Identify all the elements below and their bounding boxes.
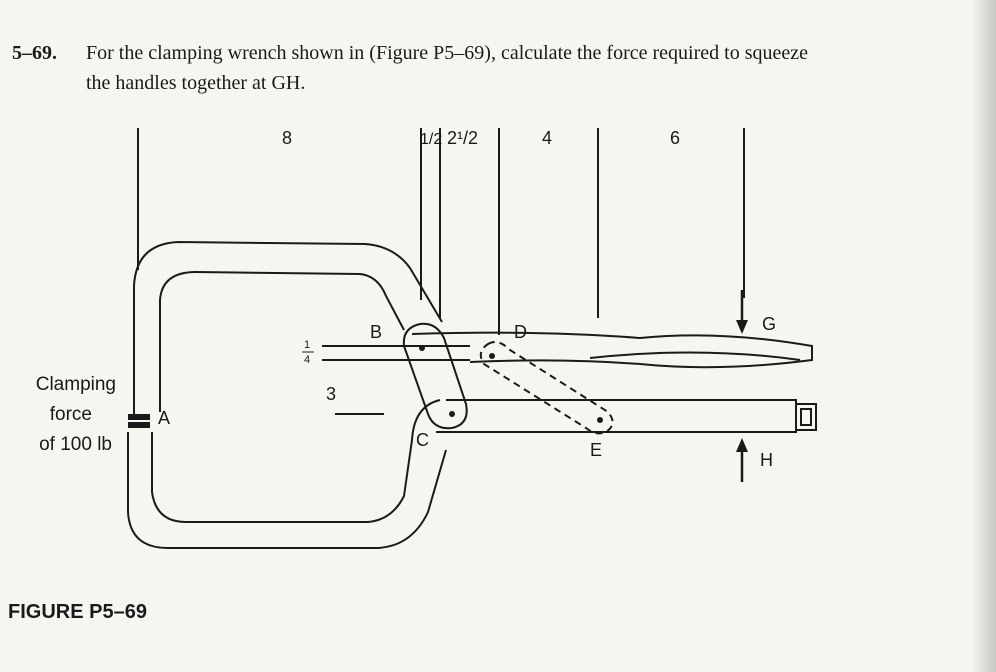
dim-2half: 2¹/2 bbox=[447, 128, 478, 148]
label-e: E bbox=[590, 440, 602, 460]
clamp-label-3: of 100 lb bbox=[39, 434, 112, 455]
figure-caption: FIGURE P5–69 bbox=[8, 601, 147, 623]
lower-handle bbox=[436, 399, 797, 433]
label-c: C bbox=[416, 430, 429, 450]
dim-half: 1/2 bbox=[420, 131, 442, 148]
label-a: A bbox=[158, 408, 170, 428]
lower-jaw-inner bbox=[151, 399, 441, 523]
dim-6: 6 bbox=[670, 128, 680, 148]
dim-8: 8 bbox=[282, 128, 292, 148]
link-de bbox=[479, 341, 614, 435]
pin-e bbox=[597, 417, 603, 423]
dim-4: 4 bbox=[542, 128, 552, 148]
dim-quarter-num: 1 bbox=[304, 339, 310, 351]
pin-c bbox=[449, 411, 455, 417]
label-b: B bbox=[370, 322, 382, 342]
c-frame-inner bbox=[159, 270, 405, 412]
label-h: H bbox=[760, 450, 773, 470]
clamp-label-1: Clamping bbox=[36, 374, 116, 395]
lower-jaw-outer bbox=[127, 432, 447, 549]
pin-d bbox=[489, 353, 495, 359]
problem-text-line1: For the clamping wrench shown in (Figure… bbox=[86, 42, 808, 64]
label-d: D bbox=[514, 322, 527, 342]
problem-statement: 5–69. For the clamping wrench shown in (F… bbox=[12, 38, 992, 98]
upper-handle bbox=[411, 331, 813, 369]
page-edge-shadow bbox=[974, 0, 996, 672]
dim-quarter-den: 4 bbox=[304, 354, 310, 366]
problem-number: 5–69. bbox=[12, 42, 57, 64]
c-frame-outer bbox=[133, 240, 443, 418]
arrow-h bbox=[736, 438, 748, 452]
arrow-g bbox=[736, 320, 748, 334]
link-bc bbox=[402, 322, 468, 430]
problem-text-line2: the handles together at GH. bbox=[86, 72, 306, 94]
pin-b bbox=[419, 345, 425, 351]
clamp-label-2: force bbox=[50, 404, 92, 425]
label-g: G bbox=[762, 314, 776, 334]
handle-end-cap bbox=[795, 403, 817, 431]
dim-3: 3 bbox=[326, 384, 336, 404]
